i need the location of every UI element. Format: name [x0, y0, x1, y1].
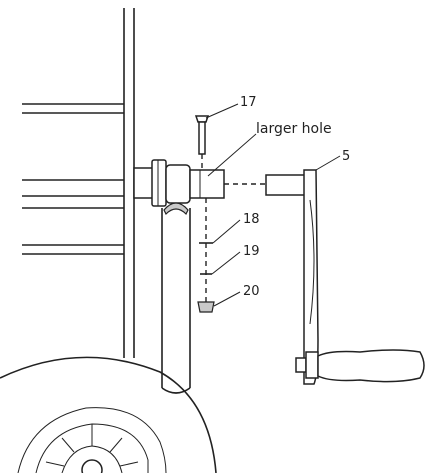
callout-17: 17 [240, 95, 257, 110]
callout-5: 5 [342, 149, 350, 164]
nut-20 [197, 301, 215, 313]
mounting-clamp [133, 159, 191, 216]
frame-post [123, 8, 135, 358]
callout-larger-hole: larger hole [256, 121, 332, 137]
jack-tube [161, 208, 191, 394]
pin-17 [194, 115, 210, 170]
callout-18: 18 [243, 212, 260, 227]
callout-19: 19 [243, 244, 260, 259]
wheel [0, 356, 217, 473]
gear-housing [189, 169, 225, 199]
callout-20: 20 [243, 284, 260, 299]
crank-handle [265, 169, 425, 385]
leader-lines [205, 103, 341, 307]
frame-rails [22, 103, 124, 255]
